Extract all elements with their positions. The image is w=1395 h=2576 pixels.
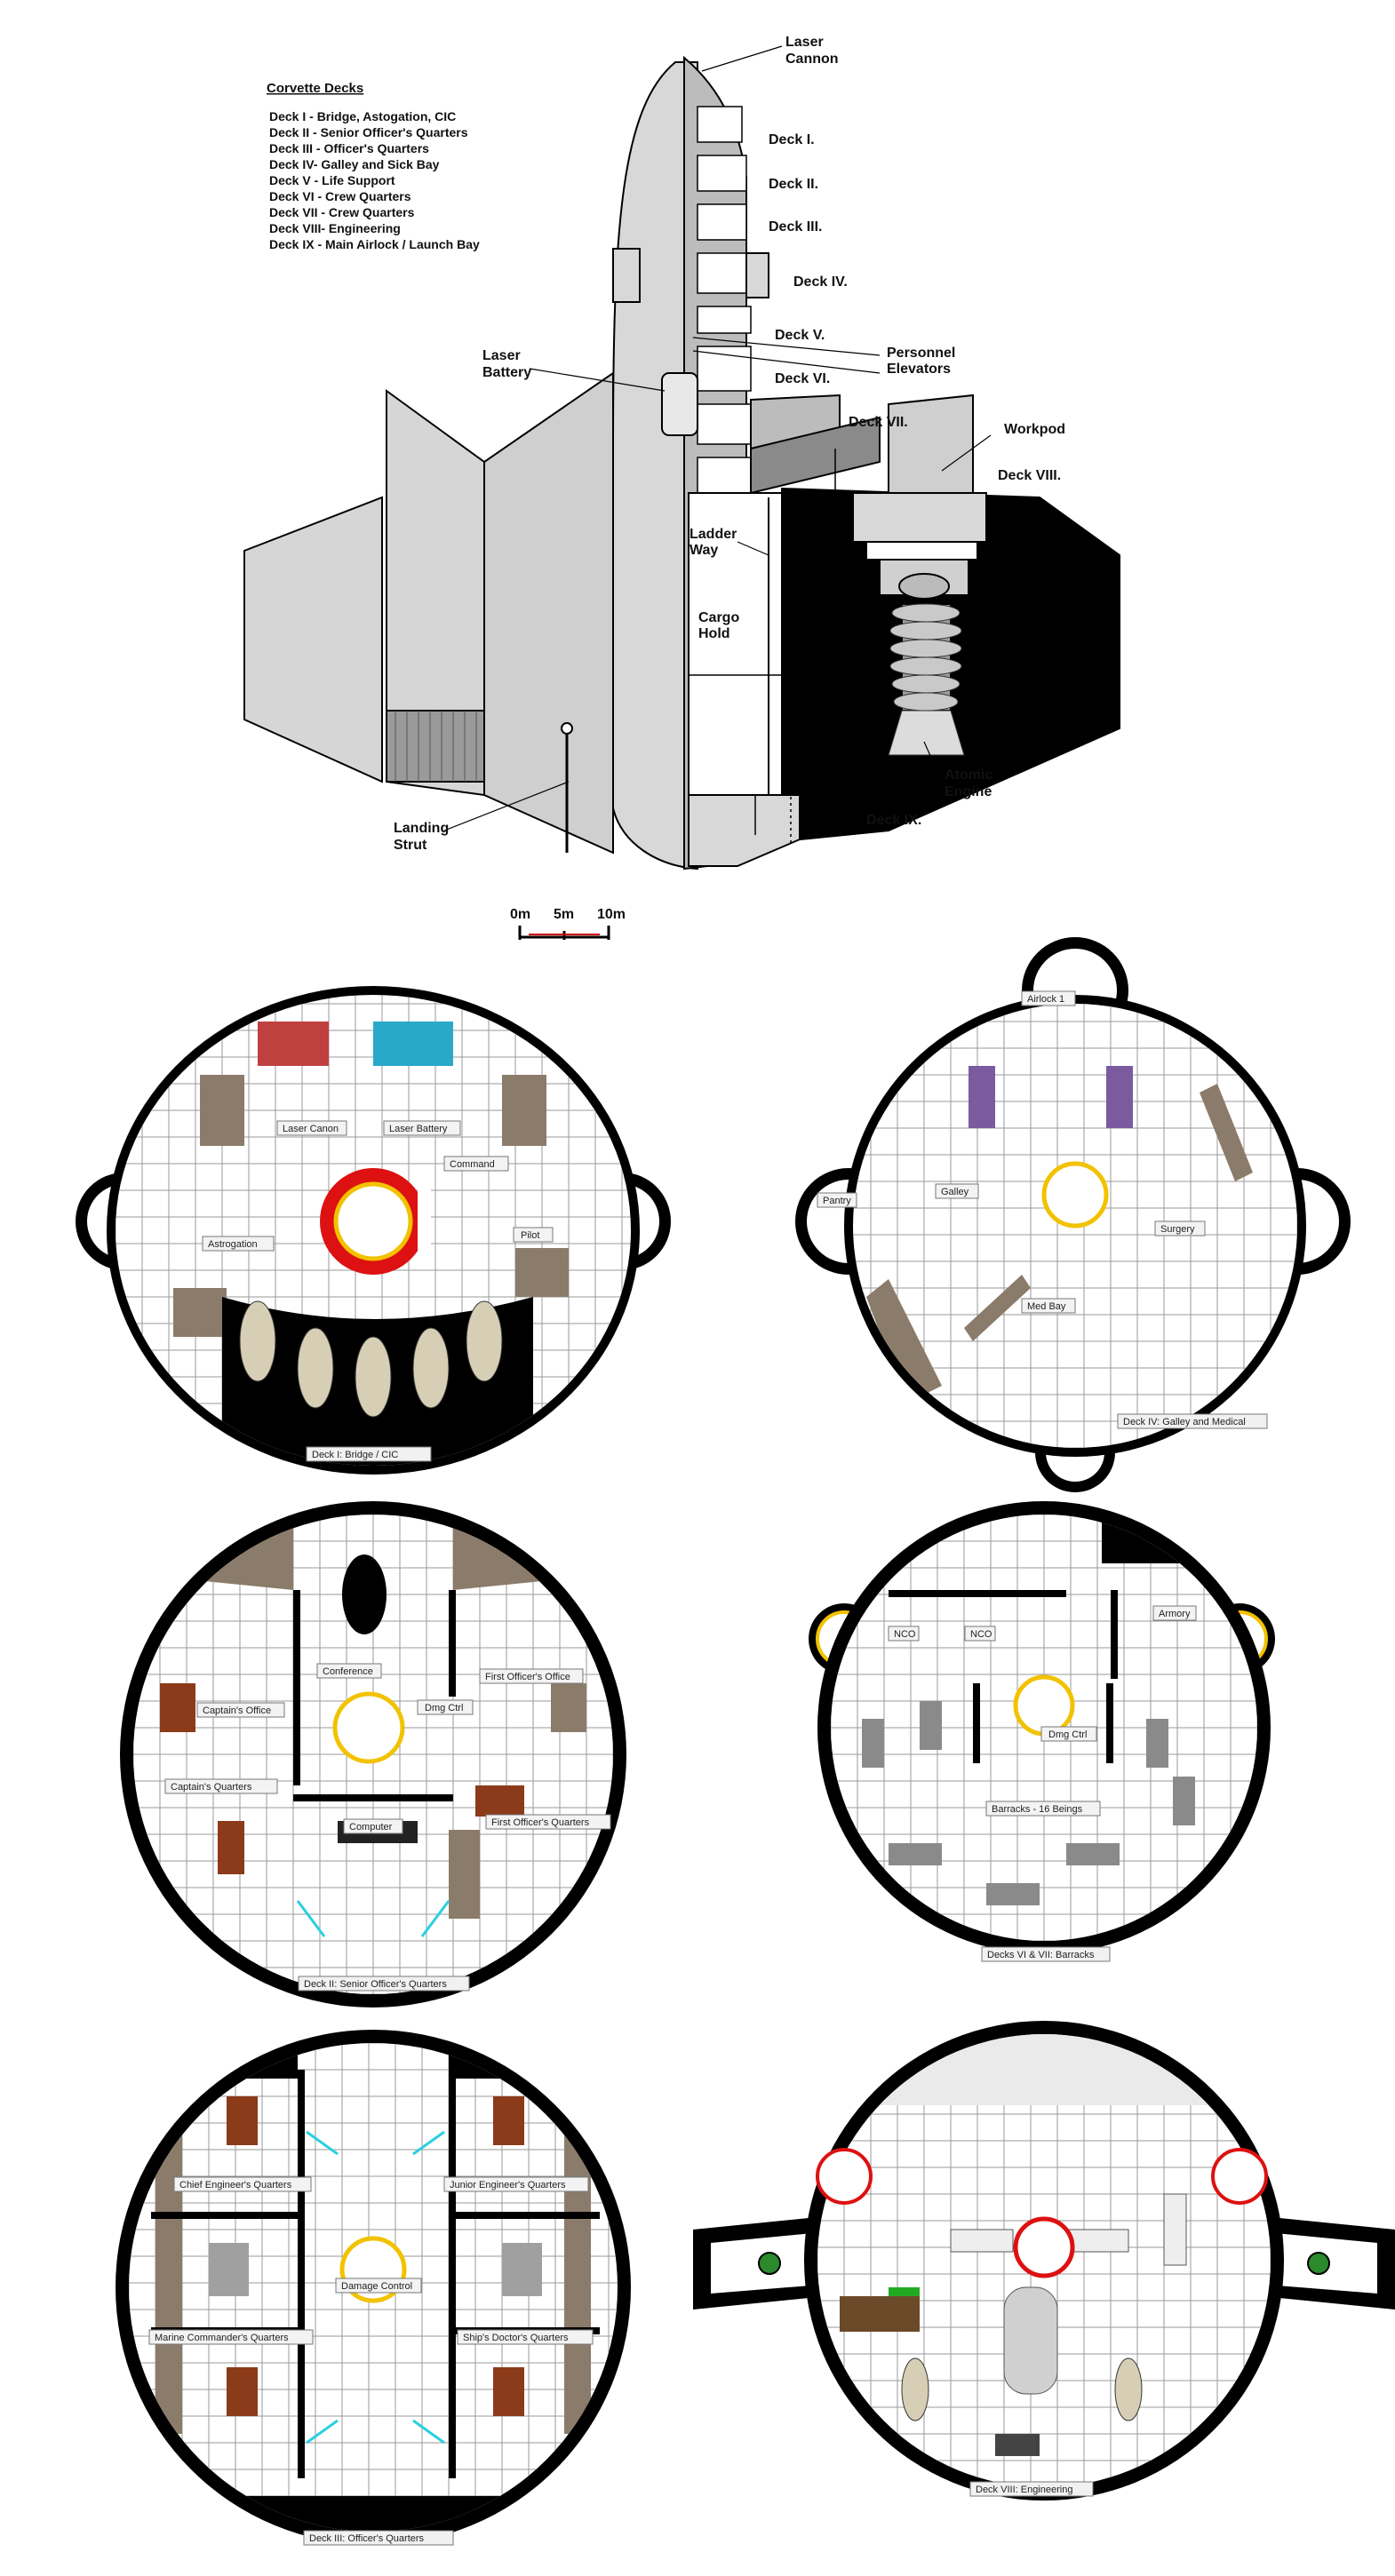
- room-label: NCO: [970, 1629, 992, 1640]
- deck-legend: Corvette Decks Deck I - Bridge, Astogati…: [267, 81, 480, 251]
- laser-battery-label: Laser: [482, 348, 521, 363]
- room-label: Computer: [349, 1822, 393, 1833]
- deck-label: Deck VII.: [849, 415, 908, 430]
- deck4-caption: Deck IV: Galley and Medical: [1123, 1417, 1246, 1427]
- center-left-fin: [483, 371, 614, 855]
- deck-label: Deck IV.: [793, 274, 848, 290]
- deck-label: Deck I.: [769, 132, 815, 147]
- atomic-engine-label: Atomic: [945, 767, 992, 783]
- legend-item: Deck VIII- Engineering: [269, 221, 401, 235]
- legend-item: Deck III - Officer's Quarters: [269, 141, 429, 155]
- cargo-hold-label: Hold: [698, 626, 730, 641]
- personnel-elevators-label: Personnel: [887, 346, 955, 361]
- room-label: First Officer's Office: [485, 1672, 570, 1682]
- deck67-plan: NCO NCO Armory Dmg Ctrl Barracks - 16 Be…: [809, 1501, 1275, 1962]
- deck1-caption: Deck I: Bridge / CIC: [312, 1450, 398, 1460]
- deck3-room-labels: Chief Engineer's Quarters Junior Enginee…: [148, 2176, 594, 2345]
- room-label: Junior Engineer's Quarters: [450, 2180, 566, 2190]
- room-label: Captain's Quarters: [171, 1782, 252, 1793]
- deck-label: Deck V.: [775, 328, 825, 343]
- atomic-engine-label: Engine: [945, 784, 992, 799]
- room-label: Surgery: [1160, 1224, 1195, 1235]
- legend-item: Deck V - Life Support: [269, 173, 395, 187]
- deck2-caption: Deck II: Senior Officer's Quarters: [304, 1979, 447, 1990]
- ship-cutaway: [243, 55, 1120, 871]
- laser-cannon-label: Cannon: [785, 52, 839, 67]
- laser-battery-label: Battery: [482, 365, 531, 380]
- deck3-caption: Deck III: Officer's Quarters: [309, 2533, 425, 2544]
- room-label: Dmg Ctrl: [425, 1703, 463, 1713]
- deck67-caption: Decks VI & VII: Barracks: [987, 1950, 1095, 1960]
- personnel-elevators-label: Elevators: [887, 362, 951, 377]
- room-label: Barracks - 16 Beings: [992, 1804, 1083, 1815]
- deck2-plan: Conference First Officer's Office Captai…: [120, 1501, 626, 2008]
- legend-item: Deck II - Senior Officer's Quarters: [269, 125, 468, 139]
- cargo-hold-label: Cargo: [698, 610, 739, 625]
- room-label: Laser Canon: [283, 1124, 339, 1134]
- deck-label: Deck VI.: [775, 371, 830, 386]
- atomic-engine: [865, 541, 978, 756]
- deck1-room-labels: Laser Canon Laser Battery Command Astrog…: [202, 1120, 554, 1252]
- deck-label: Deck VIII.: [998, 468, 1061, 483]
- legend-item: Deck VI - Crew Quarters: [269, 189, 411, 203]
- cargo-hold: [688, 492, 783, 796]
- right-fin: [888, 394, 974, 498]
- deck8-caption: Deck VIII: Engineering: [976, 2485, 1072, 2495]
- deck4-room-labels: Airlock 1 Pantry Galley Surgery Med Bay: [817, 990, 1206, 1314]
- landing-strut-label: Landing: [394, 821, 449, 836]
- room-label: Pantry: [823, 1196, 851, 1206]
- room-label: Damage Control: [341, 2281, 412, 2292]
- ladder-way-label: Way: [690, 543, 718, 558]
- room-label: Marine Commander's Quarters: [155, 2333, 289, 2343]
- room-label: Command: [450, 1159, 495, 1170]
- legend-item: Deck VII - Crew Quarters: [269, 205, 415, 219]
- room-label: NCO: [894, 1629, 916, 1640]
- deck2-room-labels: Conference First Officer's Office Captai…: [164, 1663, 611, 1834]
- scale-tick-label: 5m: [554, 907, 574, 922]
- room-label: Ship's Doctor's Quarters: [463, 2333, 569, 2343]
- room-label: Captain's Office: [203, 1705, 271, 1716]
- room-label: Galley: [941, 1187, 969, 1197]
- room-label: Armory: [1159, 1609, 1191, 1619]
- deck-label: Deck III.: [769, 219, 822, 235]
- left-outer-wing: [243, 496, 383, 783]
- legend-item: Deck IV- Galley and Sick Bay: [269, 157, 440, 171]
- legend-item: Deck I - Bridge, Astogation, CIC: [269, 109, 456, 123]
- room-label: Laser Battery: [389, 1124, 448, 1134]
- cutaway-labels: Laser Cannon Deck I. Deck II. Deck III. …: [394, 35, 1065, 853]
- room-label: Pilot: [521, 1230, 539, 1241]
- room-label: Astrogation: [208, 1239, 258, 1250]
- landing-strut-label: Strut: [394, 838, 427, 853]
- room-label: Chief Engineer's Quarters: [179, 2180, 292, 2190]
- deck3-plan: Chief Engineer's Quarters Junior Enginee…: [116, 2030, 631, 2546]
- room-label: Conference: [323, 1666, 373, 1677]
- scale-tick-label: 0m: [510, 907, 530, 922]
- room-label: Med Bay: [1027, 1301, 1066, 1312]
- deck-label: Deck IX.: [866, 813, 921, 828]
- leader-lines: [443, 45, 992, 831]
- laser-cannon-label: Laser: [785, 35, 824, 50]
- room-label: Airlock 1: [1027, 994, 1064, 1005]
- ladder-way-label: Ladder: [690, 527, 737, 542]
- room-label: Dmg Ctrl: [1048, 1729, 1087, 1740]
- scale-tick-label: 10m: [597, 907, 626, 922]
- legend-item: Deck IX - Main Airlock / Launch Bay: [269, 237, 480, 251]
- deck1-plan: Laser Canon Laser Battery Command Astrog…: [76, 986, 671, 1475]
- deck67-room-labels: NCO NCO Armory Dmg Ctrl Barracks - 16 Be…: [888, 1605, 1197, 1817]
- scale-bar: 0m 5m 10m: [510, 907, 626, 940]
- deck4-plan: Airlock 1 Pantry Galley Surgery Med Bay …: [795, 937, 1351, 1492]
- deck8-plan: Deck VIII: Engineering: [693, 2021, 1395, 2500]
- deck-label: Deck II.: [769, 177, 818, 192]
- legend-title: Corvette Decks: [267, 81, 363, 96]
- room-label: First Officer's Quarters: [491, 1817, 590, 1828]
- workpod-label: Workpod: [1004, 422, 1065, 437]
